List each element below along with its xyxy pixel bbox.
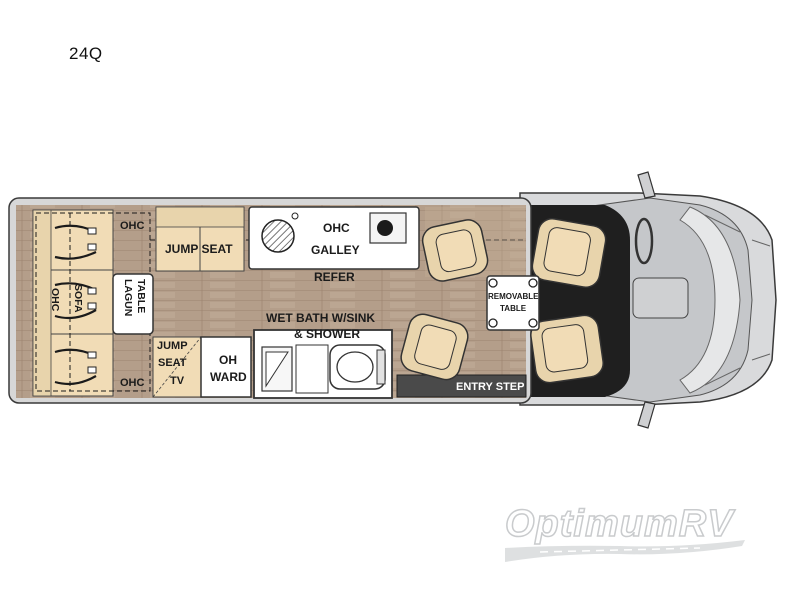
ohc-rear-top-label: OHC	[120, 220, 145, 232]
oh-ward-label-2: WARD	[210, 370, 247, 384]
jump-seat	[155, 206, 245, 272]
entry-step-label: ENTRY STEP	[456, 381, 524, 393]
jump-seat-tv-label-3: TV	[170, 375, 185, 387]
sofa-ohc-label: OHC	[49, 288, 61, 312]
wet-bath-label-1: WET BATH W/SINK	[266, 311, 375, 325]
swivel-chair-2	[400, 313, 469, 381]
faucet-icon	[291, 212, 299, 220]
sink-icon	[265, 351, 289, 388]
lounge-chairs	[400, 207, 607, 384]
oh-ward-label-1: OH	[219, 353, 237, 367]
lagun-table-label-1: LAGUN	[122, 279, 134, 316]
watermark-text: OptimumRV	[505, 503, 735, 545]
watermark-road-line	[539, 547, 701, 553]
jump-seat-label: JUMP SEAT	[165, 242, 233, 256]
steering-wheel-icon	[634, 217, 654, 265]
model-title: 24Q	[69, 44, 103, 63]
sofa-label: SOFA	[72, 284, 84, 313]
galley	[248, 206, 420, 270]
lagun-table-label-2: TABLE	[135, 279, 147, 313]
center-console	[632, 277, 689, 319]
removable-table-label-1: REMOVABLE	[488, 292, 539, 301]
entry-step	[396, 374, 527, 398]
rear-sofa	[32, 209, 114, 397]
mirror-right-icon	[637, 401, 656, 429]
jump-seat-tv-label-2: SEAT	[158, 357, 187, 369]
removable-table	[486, 275, 540, 331]
ohc-rear-bottom-label: OHC	[120, 377, 145, 389]
jump-seat-tv-label-1: JUMP	[157, 340, 188, 352]
galley-ohc-label: OHC	[323, 221, 350, 235]
galley-label: GALLEY	[311, 243, 360, 257]
wet-bath	[253, 329, 393, 399]
refer-label: REFER	[314, 270, 355, 284]
swivel-chair-1	[421, 219, 489, 282]
microwave-dial	[377, 220, 393, 236]
mirror-left-icon	[637, 171, 656, 199]
cab-chair-driver	[531, 218, 607, 288]
wet-bath-label-2: & SHOWER	[294, 327, 360, 341]
watermark-swoosh-icon	[505, 540, 745, 562]
removable-table-label-2: TABLE	[500, 304, 527, 313]
lagun-table	[112, 273, 154, 335]
oh-ward	[200, 336, 252, 398]
cab-chair-passenger	[530, 314, 604, 384]
jump-seat-tv	[152, 336, 202, 398]
stove-burner-icon	[261, 219, 295, 253]
